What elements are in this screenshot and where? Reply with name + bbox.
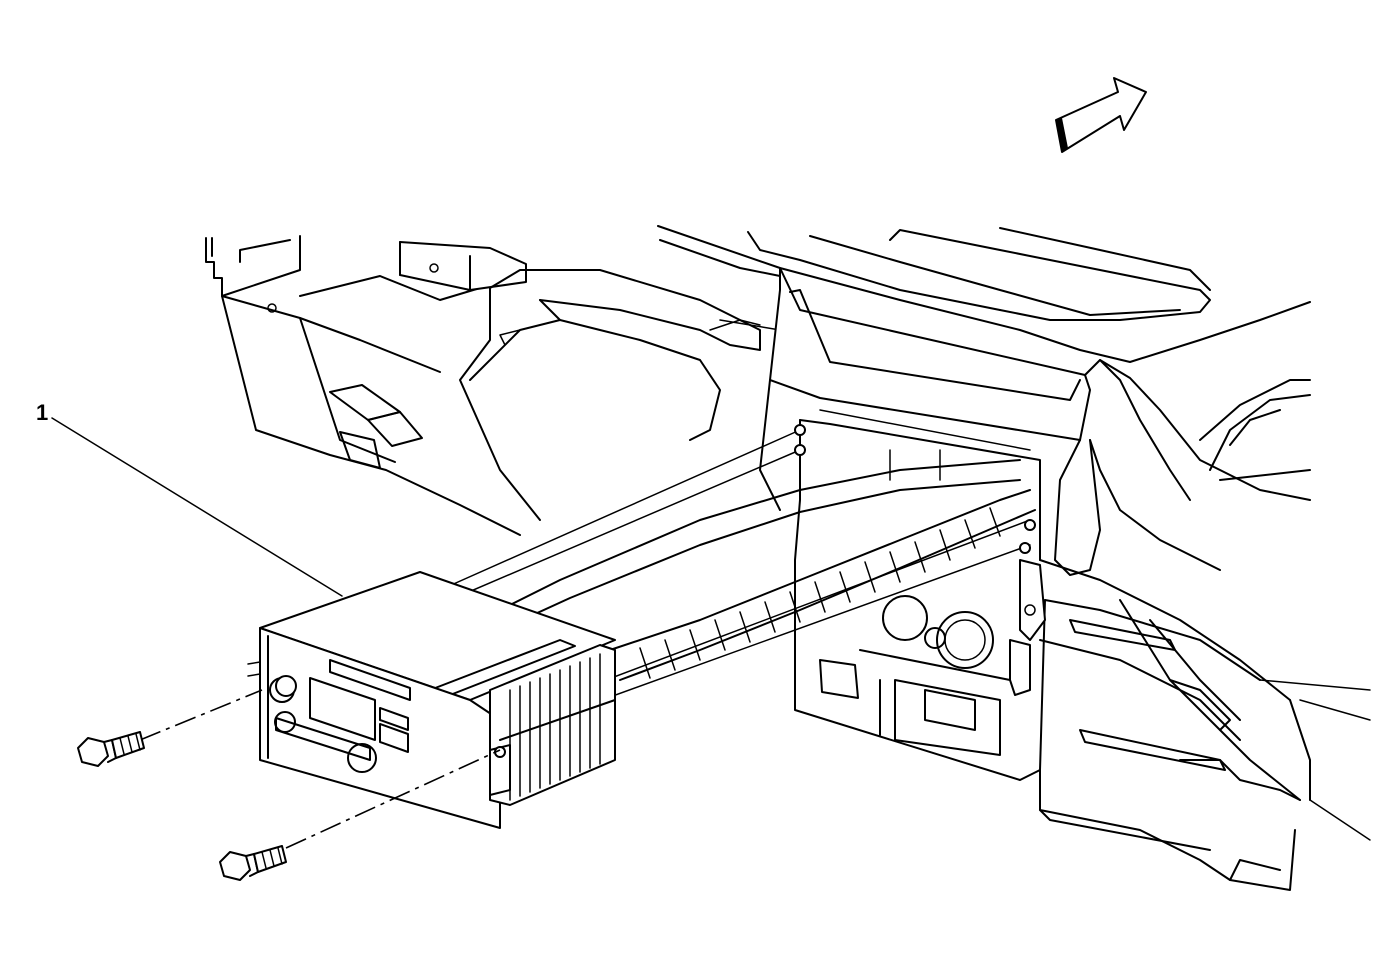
lower-console: [794, 409, 1371, 891]
conduit-ribs: [639, 507, 1001, 679]
callout-number: 1: [36, 400, 48, 425]
wiring-harness: [499, 459, 1036, 681]
bolt-icon: [219, 749, 501, 881]
instrument-panel-structure: [205, 235, 781, 536]
radio-knob: [269, 675, 297, 703]
dash-panel-upper: [657, 225, 1311, 576]
radio-bolts: [77, 689, 501, 881]
callout-1: 1: [36, 400, 343, 597]
bolt-icon: [77, 689, 263, 767]
radio-receiver: [247, 571, 616, 829]
front-direction-arrow-icon: [1055, 77, 1147, 153]
